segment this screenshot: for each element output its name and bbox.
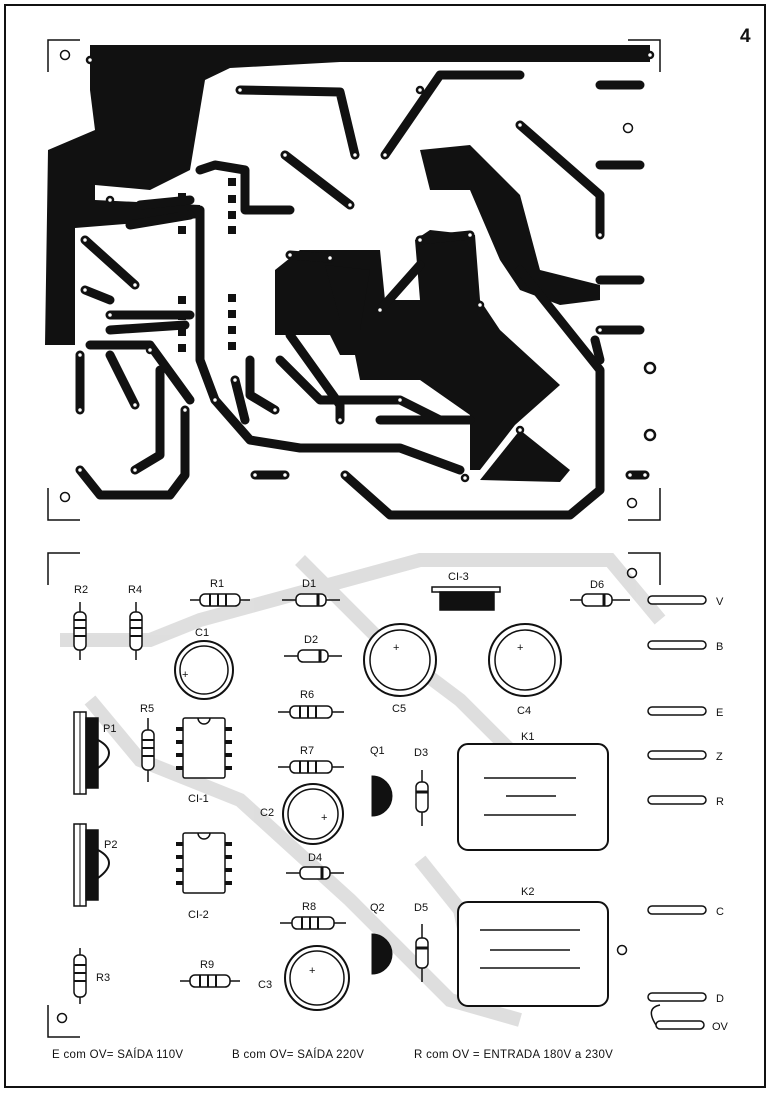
resistor-r6 xyxy=(278,705,344,719)
label-r9: R9 xyxy=(200,959,214,971)
trimpot-p2 xyxy=(73,823,110,907)
resistor-r7 xyxy=(278,760,344,774)
copper-area-top xyxy=(90,45,650,190)
capacitor-c2: + xyxy=(282,783,344,845)
diode-d4 xyxy=(286,866,344,880)
transistor-q1 xyxy=(371,775,393,817)
resistor-r4 xyxy=(129,602,143,660)
label-c4: C4 xyxy=(517,705,531,717)
terminal-wires xyxy=(647,595,707,1030)
label-q1: Q1 xyxy=(370,745,385,757)
label-r6: R6 xyxy=(300,689,314,701)
svg-text:+: + xyxy=(321,812,327,824)
resistor-r2 xyxy=(73,602,87,660)
copper-area-left xyxy=(45,130,200,345)
label-r1: R1 xyxy=(210,578,224,590)
label-r5: R5 xyxy=(140,703,154,715)
label-ci2: CI-2 xyxy=(188,909,209,921)
diode-d1 xyxy=(282,593,340,607)
relay-k2 xyxy=(457,901,609,1007)
terminal-labels: V B E Z R C D OV xyxy=(712,596,729,1033)
label-c5: C5 xyxy=(392,703,406,715)
diode-d3 xyxy=(415,770,429,826)
label-d4: D4 xyxy=(308,852,322,864)
transistor-q2 xyxy=(371,933,393,975)
ic-ci1 xyxy=(176,717,232,779)
resistor-r9 xyxy=(180,974,240,988)
terminal-b: B xyxy=(716,641,723,653)
label-d2: D2 xyxy=(304,634,318,646)
label-r3: R3 xyxy=(96,972,110,984)
ic-pads xyxy=(178,178,236,352)
label-p2: P2 xyxy=(104,839,117,851)
label-r8: R8 xyxy=(302,901,316,913)
footnote-r: R com OV = ENTRADA 180V a 230V xyxy=(414,1049,613,1061)
terminal-c: C xyxy=(716,906,724,918)
capacitor-c5: + xyxy=(363,623,437,697)
pcb-copper-layout xyxy=(45,39,661,521)
label-r7: R7 xyxy=(300,745,314,757)
terminal-v: V xyxy=(716,596,724,608)
copper-traces xyxy=(75,70,650,520)
label-ci3: CI-3 xyxy=(448,571,469,583)
resistor-r1 xyxy=(190,593,250,607)
solder-pads xyxy=(75,50,657,483)
diode-d5 xyxy=(415,924,429,982)
copper-area-triangle xyxy=(480,430,570,482)
label-r4: R4 xyxy=(128,584,142,596)
label-d1: D1 xyxy=(302,578,316,590)
svg-text:+: + xyxy=(393,642,399,654)
svg-text:+: + xyxy=(309,965,315,977)
diode-d2 xyxy=(284,649,342,663)
resistor-r8 xyxy=(280,916,346,930)
ic-ci3 xyxy=(431,586,501,611)
label-c3: C3 xyxy=(258,979,272,991)
copper-area-right-top xyxy=(420,145,600,305)
label-k2: K2 xyxy=(521,886,534,898)
label-d3: D3 xyxy=(414,747,428,759)
terminal-z: Z xyxy=(716,751,723,763)
resistor-r5 xyxy=(141,718,155,782)
footnote-b: B com OV= SAÍDA 220V xyxy=(232,1048,364,1061)
capacitor-c3: + xyxy=(284,945,350,1011)
terminal-ov: OV xyxy=(712,1021,729,1033)
resistor-r3 xyxy=(73,948,87,1004)
ic-ci2 xyxy=(176,832,232,894)
svg-text:+: + xyxy=(182,669,188,681)
label-q2: Q2 xyxy=(370,902,385,914)
label-ci1: CI-1 xyxy=(188,793,209,805)
copper-area-mid xyxy=(325,265,370,330)
terminal-e: E xyxy=(716,707,723,719)
label-c2: C2 xyxy=(260,807,274,819)
footnote-e: E com OV= SAÍDA 110V xyxy=(52,1048,183,1061)
relay-k1 xyxy=(457,743,609,851)
label-d6: D6 xyxy=(590,579,604,591)
capacitor-c1: + xyxy=(174,640,234,700)
label-d5: D5 xyxy=(414,902,428,914)
component-layout: + + + + + xyxy=(47,552,707,1038)
terminal-r: R xyxy=(716,796,724,808)
label-k1: K1 xyxy=(521,731,534,743)
trimpot-p1 xyxy=(73,711,110,795)
terminal-d: D xyxy=(716,993,724,1005)
capacitor-c4: + xyxy=(488,623,562,697)
figure-number: 4 xyxy=(740,26,751,47)
label-c1: C1 xyxy=(195,627,209,639)
diode-d6 xyxy=(570,593,630,607)
label-p1: P1 xyxy=(103,723,116,735)
component-labels: R2 R4 R1 D1 CI-3 D6 C1 D2 C5 C4 R6 R5 P1… xyxy=(74,571,604,991)
figure-frame xyxy=(4,4,766,1088)
svg-text:+: + xyxy=(517,642,523,654)
label-r2: R2 xyxy=(74,584,88,596)
